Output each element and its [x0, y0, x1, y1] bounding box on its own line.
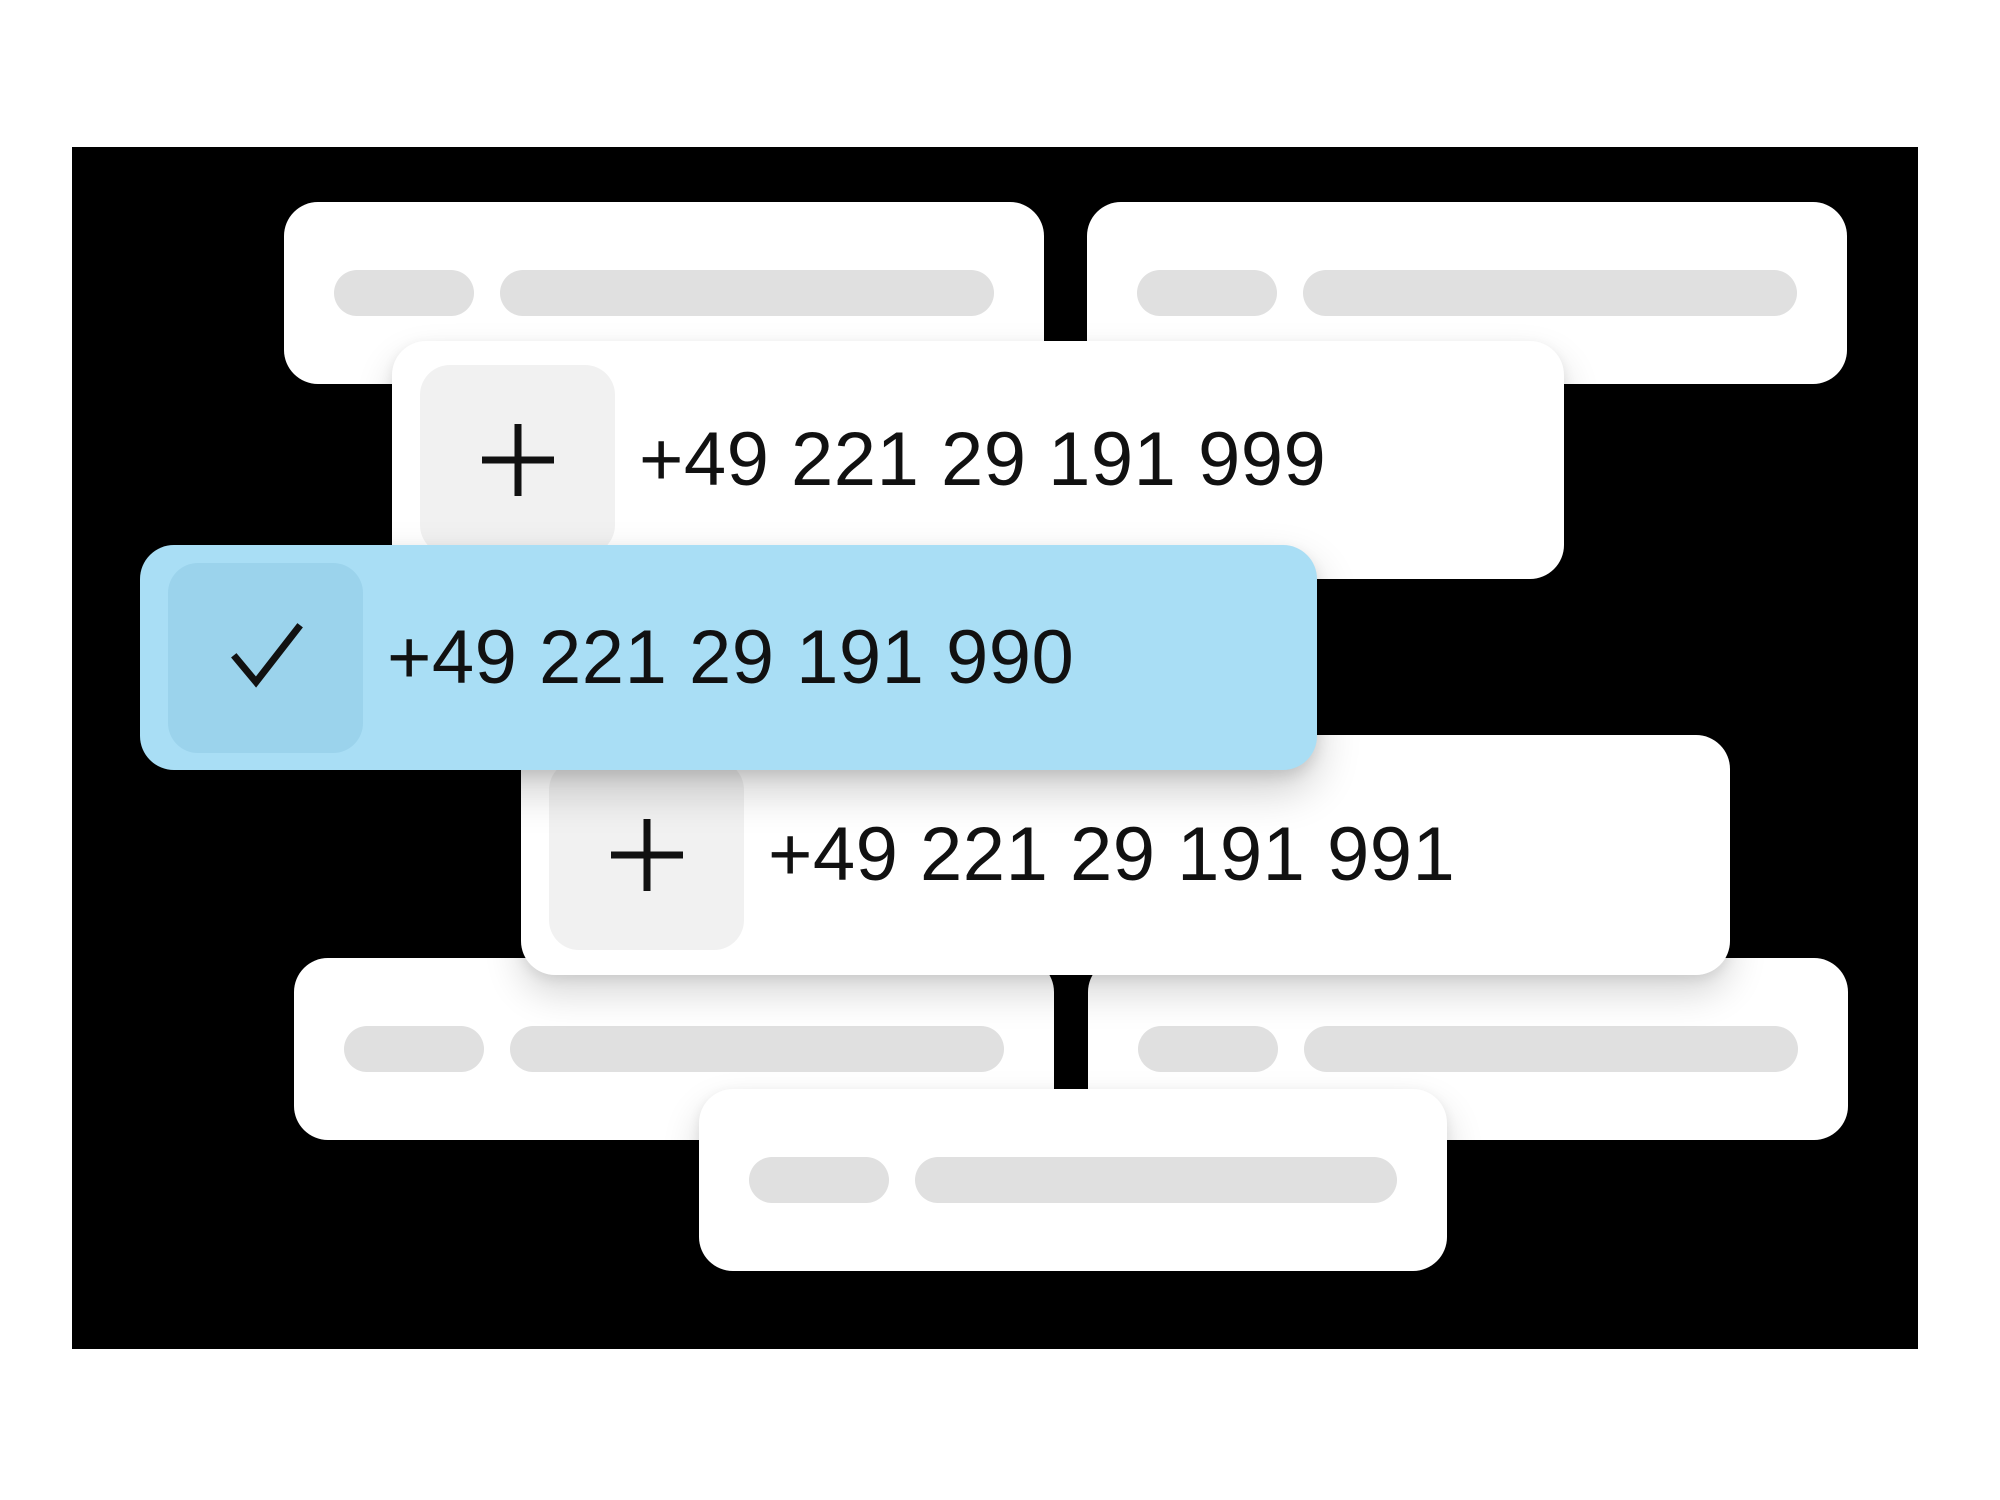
skeleton-bar-long: [1304, 1026, 1798, 1072]
skeleton-bar-short: [1137, 270, 1277, 316]
skeleton-bar-long: [915, 1157, 1397, 1203]
skeleton-bar-short: [344, 1026, 484, 1072]
skeleton-bar-long: [1303, 270, 1797, 316]
phone-number-label: +49 221 29 191 999: [639, 417, 1327, 502]
phone-number-label: +49 221 29 191 990: [387, 614, 1075, 700]
skeleton-card-bottom-center: [699, 1089, 1447, 1271]
phone-number-row-990-selected[interactable]: +49 221 29 191 990: [140, 545, 1317, 770]
check-icon[interactable]: [168, 562, 363, 753]
skeleton-bar-long: [500, 270, 994, 316]
phone-number-label: +49 221 29 191 991: [768, 812, 1456, 897]
phone-number-row-991[interactable]: +49 221 29 191 991: [521, 735, 1730, 975]
skeleton-bar-short: [334, 270, 474, 316]
phone-number-row-999[interactable]: +49 221 29 191 999: [392, 341, 1564, 579]
plus-icon[interactable]: [549, 760, 744, 950]
skeleton-bar-short: [1138, 1026, 1278, 1072]
plus-icon[interactable]: [420, 365, 615, 555]
skeleton-bar-short: [749, 1157, 889, 1203]
skeleton-bar-long: [510, 1026, 1004, 1072]
